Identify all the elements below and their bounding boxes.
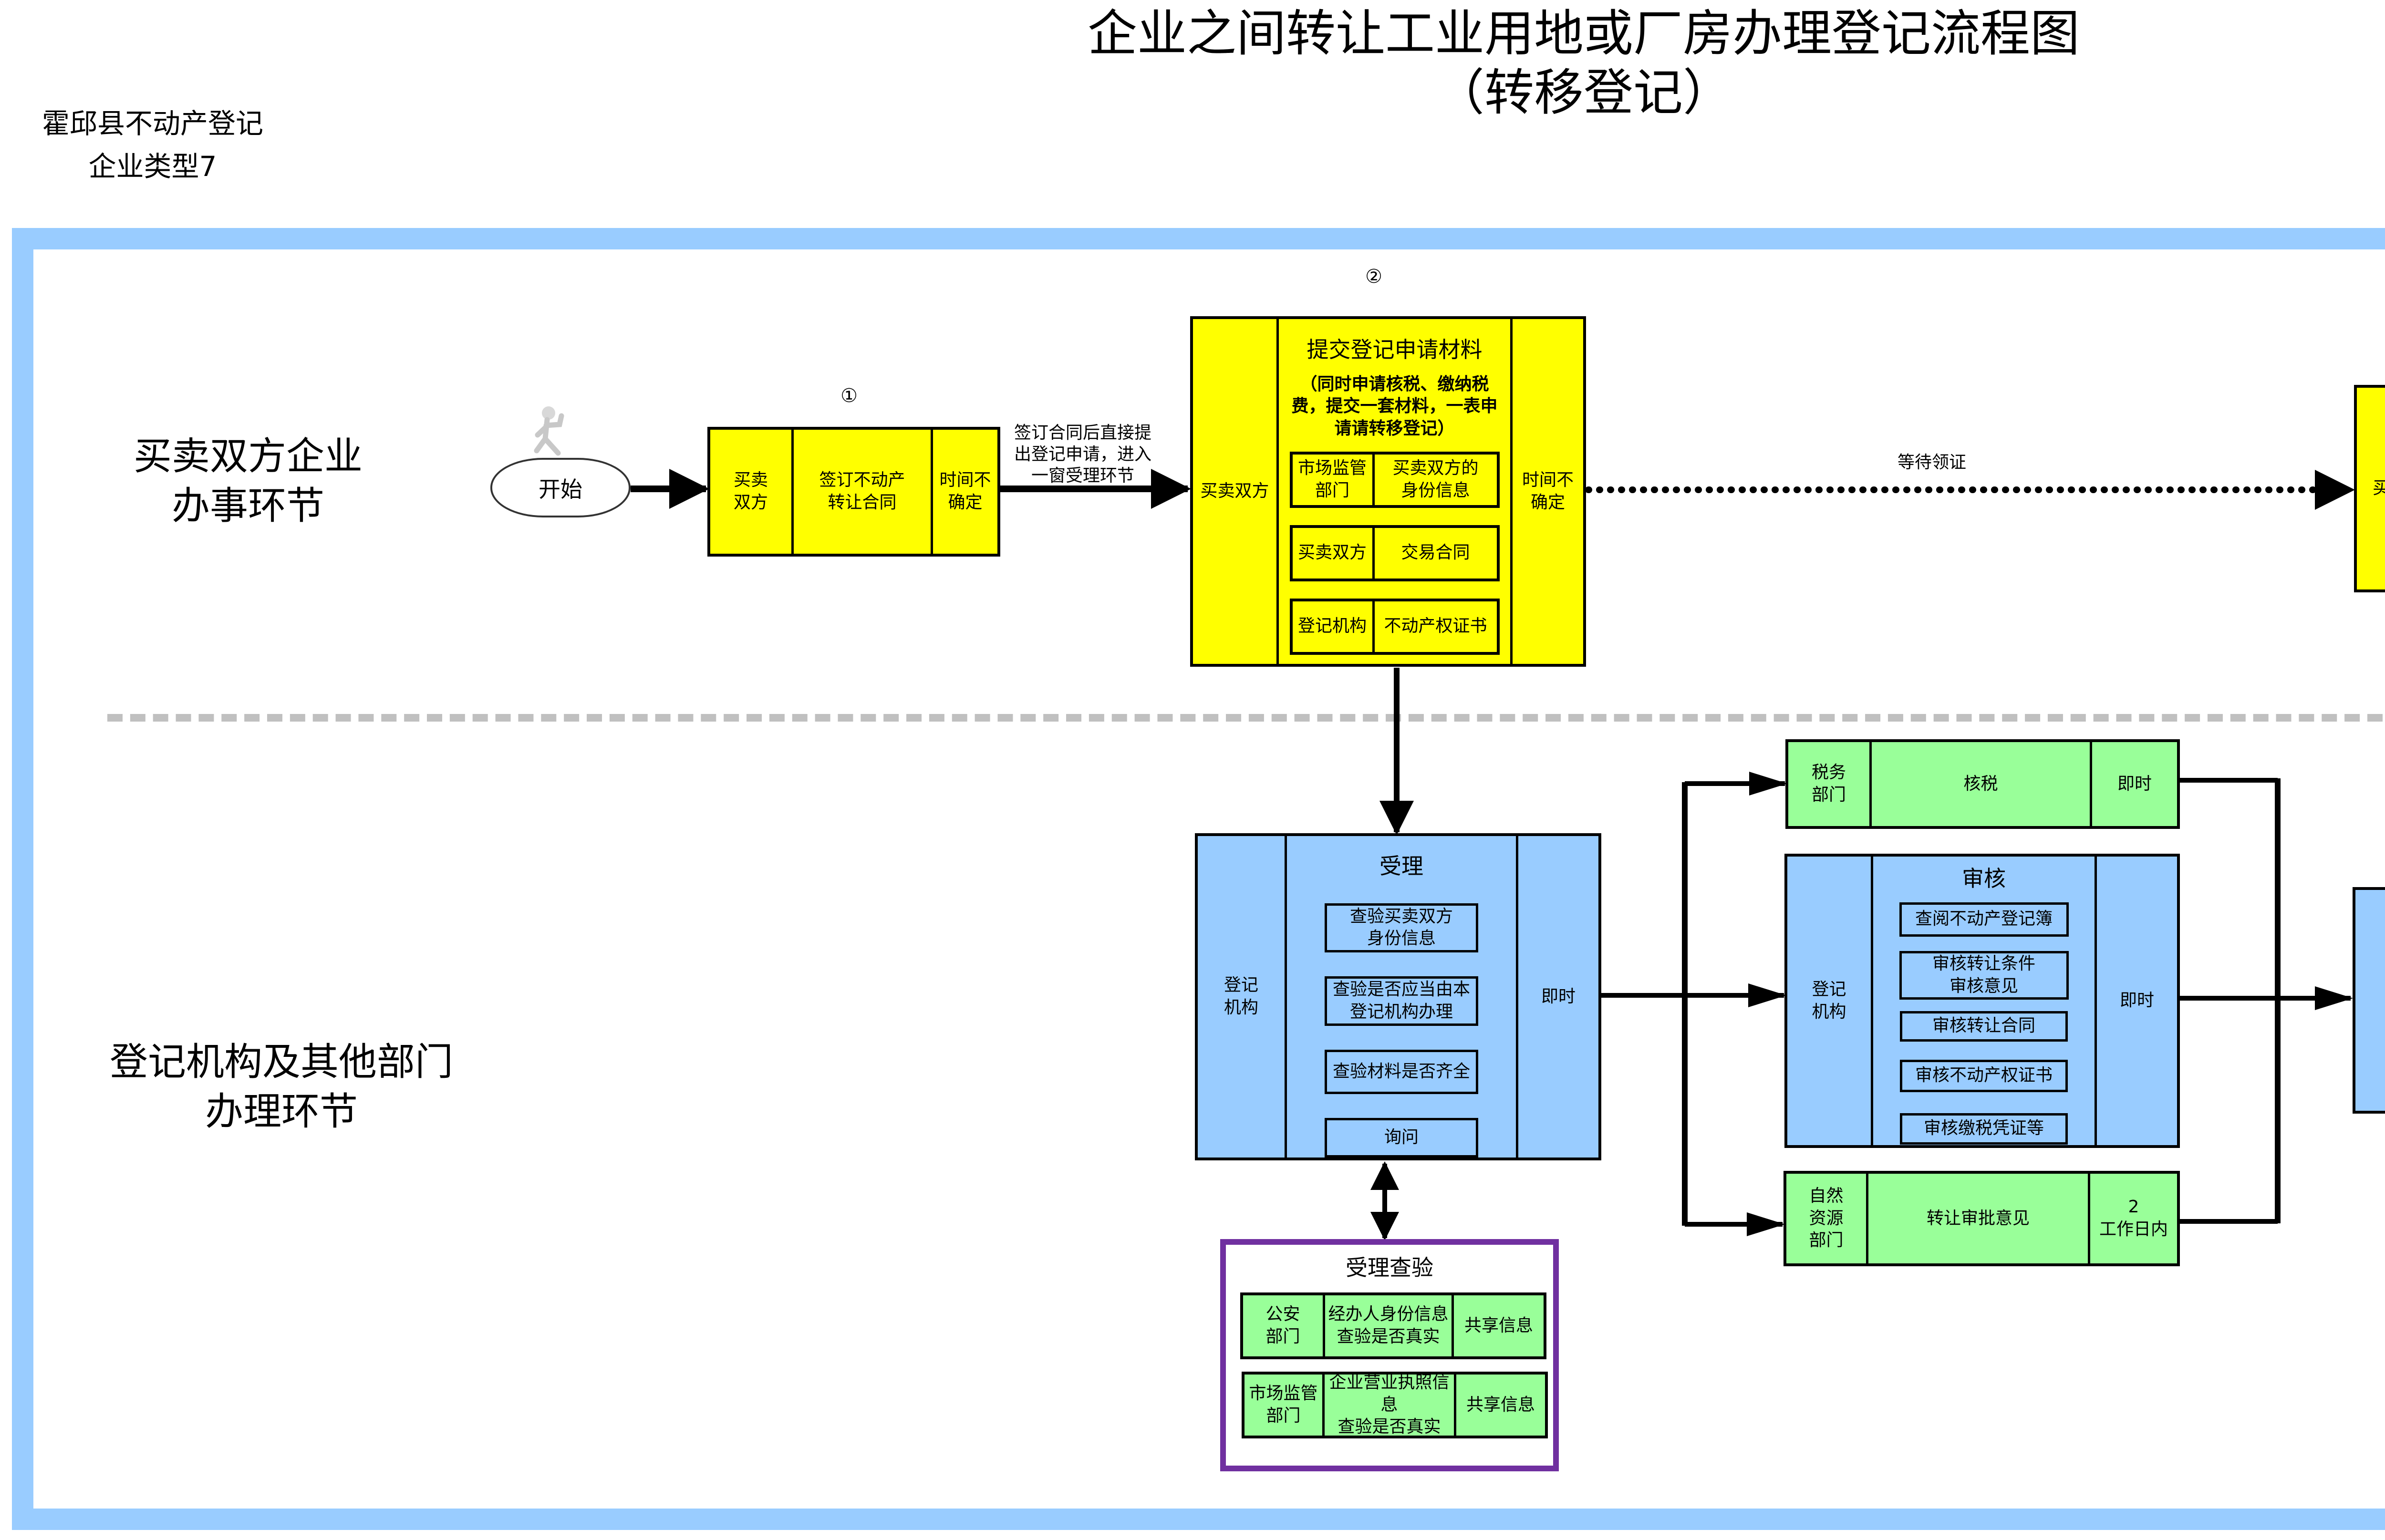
step-3-collect-certificate[interactable]: 买方企业 领证 到不动产登记窗口、自助打证机领取不动产权证书（或快递证书） 即时 <box>2354 385 2385 592</box>
lane-label-line: 办事环节 <box>172 484 324 528</box>
check-item: 查验是否应当由本 登记机构办理 <box>1325 976 1478 1026</box>
material-row: 登记机构 不动产权证书 <box>1289 598 1500 655</box>
step-note: （同时申请核税、缴纳税费，提交一套材料，一表申请请转移登记） <box>1291 374 1498 439</box>
step-content: 核税 <box>1872 742 2092 826</box>
lane-separator <box>107 714 2385 722</box>
review-item: 审核缴税凭证等 <box>1900 1113 2068 1145</box>
check-item: 询问 <box>1325 1118 1478 1158</box>
org-name: 霍邱县不动产登记 <box>41 107 263 140</box>
check-item: 查验材料是否齐全 <box>1325 1049 1478 1095</box>
accept-step[interactable]: 登记 机构 受理 查验买卖双方 身份信息 查验是否应当由本 登记机构办理 查验材… <box>1195 833 1601 1160</box>
tax-step[interactable]: 税务 部门 核税 即时 <box>1785 739 2180 829</box>
material-row: 买卖双方 交易合同 <box>1289 525 1500 581</box>
step-1-sign-contract[interactable]: 买卖 双方 签订不动产 转让合同 时间不 确定 <box>707 427 1000 557</box>
material-source: 市场监管 部门 <box>1293 454 1375 505</box>
material-source: 登记机构 <box>1293 601 1375 652</box>
step-2-submit-materials[interactable]: 买卖双方 提交登记申请材料 （同时申请核税、缴纳税费，提交一套材料，一表申请请转… <box>1190 316 1586 667</box>
diagram-frame <box>12 228 2385 1530</box>
page-subtitle: （转移登记） <box>1434 63 1732 122</box>
verify-step[interactable]: 受理查验 公安 部门 经办人身份信息 查验是否真实 共享信息 市场监管 部门 企… <box>1220 1239 1559 1471</box>
verify-content: 企业营业执照信息 查验是否真实 <box>1325 1373 1456 1437</box>
running-person-icon <box>532 405 570 460</box>
material-item: 买卖双方的 身份信息 <box>1392 458 1479 500</box>
step-time: 即时 <box>2117 774 2152 794</box>
step-subject: 登记 机构 <box>2355 890 2385 1111</box>
step-content: 签订不动产 转让合同 <box>794 430 933 554</box>
step-title: 审核 <box>1962 866 2006 891</box>
lane-label-line: 登记机构及其他部门 <box>110 1040 453 1084</box>
step-subject: 自然 资源 部门 <box>1786 1174 1868 1263</box>
step-subject: 买方企业 <box>2357 388 2385 589</box>
connector-label-s1-s2: 签订合同后直接提 出登记申请，进入 一窗受理环节 <box>1014 423 1151 486</box>
step-content: 审核 查阅不动产登记簿 审核转让条件 审核意见 审核转让合同 审核不动产权证书 … <box>1873 857 2097 1145</box>
step-number-1: ① <box>840 385 858 407</box>
step-title: 提交登记申请材料 <box>1307 337 1483 362</box>
verify-dept: 公安 部门 <box>1243 1295 1325 1356</box>
step-content: 受理 查验买卖双方 身份信息 查验是否应当由本 登记机构办理 查验材料是否齐全 … <box>1287 836 1518 1158</box>
step-subject: 买卖 双方 <box>710 430 794 554</box>
review-item: 审核不动产权证书 <box>1900 1059 2068 1092</box>
verify-mode: 共享信息 <box>1464 1315 1533 1335</box>
approval-step[interactable]: 自然 资源 部门 转让审批意见 2 工作日内 <box>1784 1171 2180 1266</box>
verify-dept: 市场监管 部门 <box>1244 1375 1325 1436</box>
enterprise-type: 企业类型7 <box>88 150 217 183</box>
step-subject: 登记 机构 <box>1198 836 1287 1158</box>
step-title: 受理 <box>1379 853 1423 879</box>
verify-content: 经办人身份信息 查验是否真实 <box>1325 1295 1454 1356</box>
record-step[interactable]: 登记 机构 登簿制证 将不动产自然状况、权属状况等记载于登记簿 打印不动产权证书… <box>2353 887 2385 1114</box>
step-time: 即时 <box>1541 986 1576 1006</box>
check-item: 查验买卖双方 身份信息 <box>1325 903 1478 953</box>
review-item: 查阅不动产登记簿 <box>1899 902 2069 937</box>
materials-list: 市场监管 部门 买卖双方的 身份信息 买卖双方 交易合同 登记机构 不动产权证书 <box>1289 451 1500 655</box>
step-subject: 买卖双方 <box>1193 319 1279 664</box>
lane-label-line: 买卖双方企业 <box>134 434 363 478</box>
step-time: 时间不 确定 <box>939 470 991 512</box>
review-item: 审核转让合同 <box>1900 1011 2068 1042</box>
verify-row: 公安 部门 经办人身份信息 查验是否真实 共享信息 <box>1240 1292 1546 1359</box>
step-number-2: ② <box>1365 266 1382 288</box>
step-content: 转让审批意见 <box>1868 1174 2090 1263</box>
review-step[interactable]: 登记 机构 审核 查阅不动产登记簿 审核转让条件 审核意见 审核转让合同 审核不… <box>1784 854 2180 1148</box>
material-item: 不动产权证书 <box>1384 616 1487 636</box>
lane-label-line: 办理环节 <box>205 1089 358 1134</box>
step-subject: 登记 机构 <box>1787 857 1873 1145</box>
step-content: 提交登记申请材料 （同时申请核税、缴纳税费，提交一套材料，一表申请请转移登记） … <box>1279 319 1513 664</box>
material-item: 交易合同 <box>1401 543 1470 563</box>
step-time: 即时 <box>2119 991 2154 1011</box>
verify-title: 受理查验 <box>1346 1255 1433 1281</box>
step-time: 2 工作日内 <box>2099 1197 2168 1239</box>
connector-label-s2-s3: 等待领证 <box>1897 452 1966 472</box>
verify-row: 市场监管 部门 企业营业执照信息 查验是否真实 共享信息 <box>1242 1372 1548 1438</box>
material-row: 市场监管 部门 买卖双方的 身份信息 <box>1289 451 1500 508</box>
lane-label-applicant: 买卖双方企业 办事环节 <box>72 432 425 531</box>
start-terminal[interactable]: 开始 <box>490 458 631 517</box>
step-time: 时间不 确定 <box>1522 470 1574 512</box>
step-subject: 税务 部门 <box>1788 742 1872 826</box>
material-source: 买卖双方 <box>1293 527 1375 579</box>
page-title: 企业之间转让工业用地或厂房办理登记流程图 <box>1087 4 2080 62</box>
lane-label-registry: 登记机构及其他部门 办理环节 <box>72 1037 491 1137</box>
review-item: 审核转让条件 审核意见 <box>1899 951 2069 1000</box>
verify-mode: 共享信息 <box>1466 1395 1535 1415</box>
